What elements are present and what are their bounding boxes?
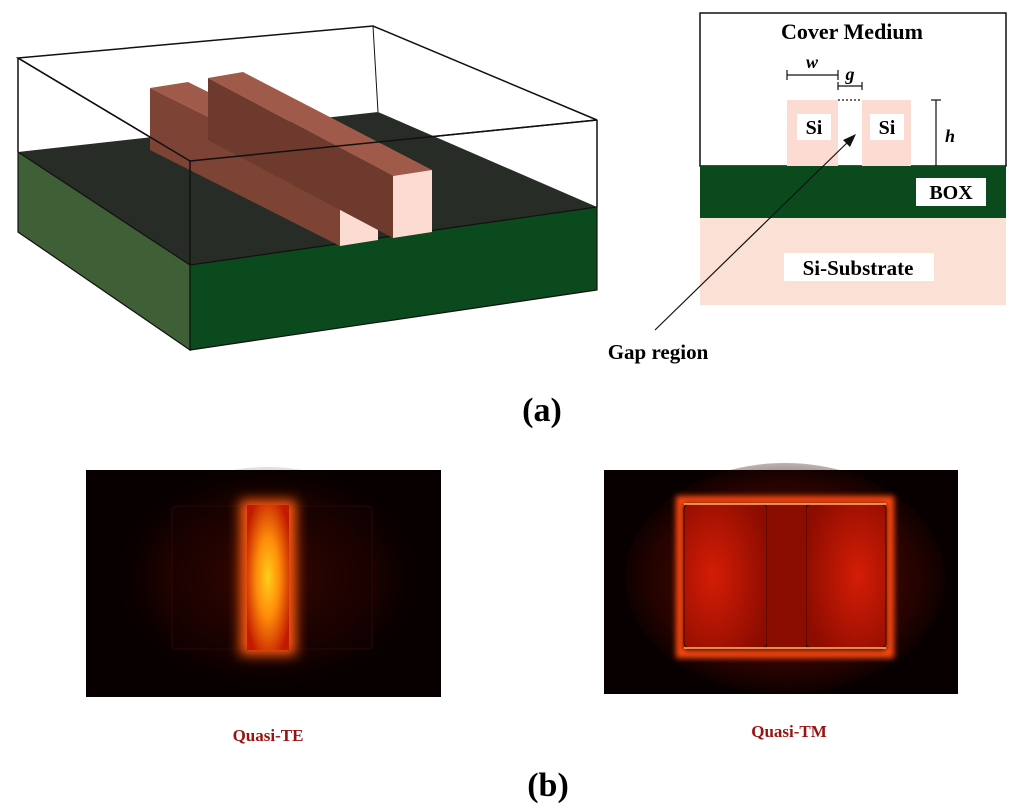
w-label: w	[806, 52, 819, 72]
quasi-te-label: Quasi-TE	[233, 726, 304, 745]
quasi-tm-label: Quasi-TM	[751, 722, 827, 741]
device-3d-view	[15, 25, 598, 352]
gap-region-label: Gap region	[608, 340, 709, 364]
rail-right-side	[208, 78, 393, 238]
gap-region-annotation: Gap region	[608, 134, 856, 364]
rail-right-top	[208, 72, 432, 176]
cross-section-schematic: Cover Medium Si Si w g h BOX Si-Substrat…	[699, 12, 1007, 305]
rail-left-side	[150, 88, 340, 246]
tm-silicon-right	[805, 503, 887, 649]
si-left-label: Si	[806, 117, 823, 139]
gap-arrow-head	[843, 134, 856, 147]
h-label: h	[945, 126, 955, 146]
silicon-rail-right	[208, 72, 432, 238]
g-label: g	[845, 64, 855, 84]
rail-right-end	[393, 170, 432, 238]
te-gap-field	[247, 505, 289, 650]
panel-b-caption: (b)	[527, 767, 569, 804]
quasi-te-mode-plot: Quasi-TE	[86, 467, 441, 745]
si-right-label: Si	[879, 117, 896, 139]
tm-edge-glow	[676, 496, 894, 658]
substrate-label-bg	[784, 253, 934, 281]
cover-medium-label: Cover Medium	[781, 19, 923, 44]
cover-edge-back	[372, 25, 379, 113]
box-label: BOX	[929, 182, 973, 204]
box-label-bg	[916, 178, 986, 206]
si-right-label-bg	[870, 114, 904, 140]
box-front-face	[189, 206, 598, 351]
panel-a-caption: (a)	[522, 392, 562, 429]
tm-gap-field	[767, 504, 806, 648]
cover-edge-front-left	[17, 57, 191, 162]
cover-edge-front	[189, 119, 598, 162]
substrate-label: Si-Substrate	[803, 256, 914, 280]
si-left-label-bg	[797, 114, 831, 140]
quasi-tm-mode-plot: Quasi-TM	[604, 463, 958, 741]
gap-arrow-line	[654, 137, 853, 331]
tm-silicon-left	[683, 503, 768, 649]
